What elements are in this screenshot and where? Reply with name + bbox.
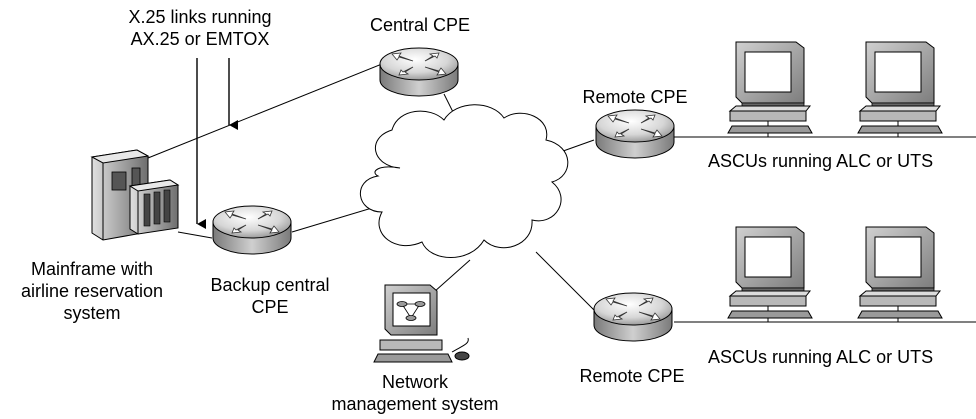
backup-central-cpe-router-icon [212, 205, 292, 255]
x25-links-label-line1: X.25 links running [128, 7, 272, 27]
mainframe-label-line1: Mainframe with [30, 259, 154, 279]
network-cloud-icon [360, 104, 569, 258]
ascu-terminal-2-icon [857, 41, 943, 134]
link-mainframe-backup [177, 231, 213, 239]
remote-cpe-top-router-icon [595, 109, 675, 159]
backup-cpe-label-line1: Backup central [210, 275, 330, 295]
x25-links-label-line2: AX.25 or EMTOX [130, 29, 270, 49]
remote-cpe-bottom-label: Remote CPE [579, 366, 685, 386]
central-cpe-router-icon [379, 47, 459, 97]
nms-label-line2: management system [331, 394, 499, 414]
mainframe-label: Mainframe with airline reservation syste… [2, 258, 182, 324]
backup-central-cpe-label: Backup central CPE [190, 274, 350, 318]
x25-arrows [196, 58, 238, 229]
ascu-terminal-3-icon [727, 226, 813, 319]
link-mainframe-central [147, 63, 383, 159]
ascus-top-label: ASCUs running ALC or UTS [708, 151, 934, 171]
ascus-bottom-label: ASCUs running ALC or UTS [708, 347, 934, 367]
ascu-terminal-1-icon [727, 41, 813, 134]
remote-cpe-top-label: Remote CPE [582, 87, 688, 107]
x25-links-label: X.25 links running AX.25 or EMTOX [105, 6, 295, 50]
link-backup-cloud [291, 204, 383, 233]
ascu-terminal-4-icon [857, 226, 943, 319]
link-cloud-remote-bottom [535, 251, 595, 311]
mainframe-label-line3: system [63, 303, 121, 323]
mainframe-icon [90, 149, 180, 241]
central-cpe-label: Central CPE [369, 15, 471, 35]
remote-cpe-bottom-router-icon [593, 292, 673, 342]
nms-label: Network management system [320, 371, 510, 415]
nms-terminal-icon [373, 284, 470, 363]
mainframe-label-line2: airline reservation [20, 281, 164, 301]
nms-label-line1: Network [381, 372, 448, 392]
link-cloud-nms [433, 259, 471, 293]
backup-cpe-label-line2: CPE [251, 297, 289, 317]
